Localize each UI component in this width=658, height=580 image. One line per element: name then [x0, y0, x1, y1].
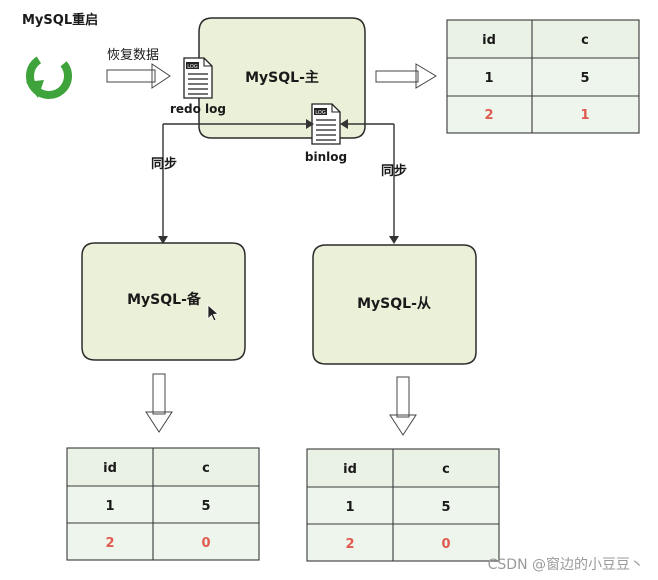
standby-table-cell: 1 [105, 499, 114, 514]
replica-to-table-arrow [389, 376, 417, 436]
restart-icon [26, 53, 72, 99]
sync-left-label: 同步 [151, 156, 177, 172]
binlog-icon-text: LOG [315, 110, 326, 116]
sync-right-connector [340, 119, 399, 244]
main-table-header-id: id [482, 33, 496, 48]
recover-label: 恢复数据 [107, 48, 159, 63]
watermark: CSDN @窗边的小豆豆丶 [487, 557, 644, 573]
standby-table-header-c: c [202, 461, 210, 476]
main-table-cell: 1 [484, 71, 493, 86]
redo-log-label: redo log [170, 102, 226, 116]
replica-node-label: MySQL-从 [357, 296, 431, 312]
standby-node [81, 242, 246, 361]
mouse-cursor-icon [207, 304, 219, 322]
standby-table-cell: 5 [201, 499, 210, 514]
sync-right-label: 同步 [381, 163, 407, 179]
replica-table-header-c: c [442, 462, 450, 477]
sync-left-connector [158, 119, 314, 244]
main-table: id c 1 5 2 1 [446, 19, 640, 134]
replica-table-cell: 1 [345, 500, 354, 515]
standby-to-table-arrow [145, 373, 173, 433]
replica-table-header-id: id [343, 462, 357, 477]
restart-label: MySQL重启 [22, 12, 98, 28]
replica-table-cell: 5 [441, 500, 450, 515]
main-to-table-arrow [375, 63, 437, 89]
main-table-cell-highlight: 2 [484, 108, 493, 123]
main-table-cell-highlight: 1 [580, 108, 589, 123]
standby-table-header-id: id [103, 461, 117, 476]
binlog-document-icon: LOG [311, 103, 341, 145]
main-table-cell: 5 [580, 71, 589, 86]
main-table-header-c: c [581, 33, 589, 48]
replica-table: id c 1 5 2 0 [306, 448, 500, 562]
redo-log-icon-text: LOG [187, 64, 198, 70]
replica-table-cell-highlight: 0 [441, 537, 450, 552]
standby-node-label: MySQL-备 [127, 291, 202, 308]
main-node-label: MySQL-主 [245, 69, 319, 86]
binlog-label: binlog [305, 150, 347, 164]
standby-table-cell-highlight: 0 [201, 536, 210, 551]
standby-table-cell-highlight: 2 [105, 536, 114, 551]
replica-node [312, 244, 477, 365]
redo-log-document-icon: LOG [183, 57, 213, 99]
replica-table-cell-highlight: 2 [345, 537, 354, 552]
recover-arrow [106, 63, 171, 89]
standby-table: id c 1 5 2 0 [66, 447, 260, 561]
